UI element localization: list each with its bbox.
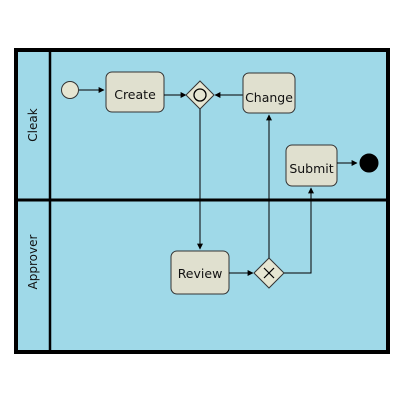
task-create[interactable]: Create [105, 71, 165, 113]
decision-gateway-x-icon [263, 267, 275, 279]
end-event[interactable] [359, 153, 379, 173]
task-submit-label: Submit [289, 161, 333, 176]
task-create-label: Create [114, 87, 156, 102]
flow-decision-to-submit [284, 187, 314, 274]
task-submit[interactable]: Submit [285, 144, 338, 187]
lane-label-cleak: Cleak [26, 108, 40, 141]
task-change[interactable]: Change [242, 72, 296, 114]
task-change-label: Change [245, 90, 293, 105]
lane-label-approver: Approver [26, 234, 40, 289]
task-review[interactable]: Review [170, 250, 230, 295]
merge-gateway-circle-icon [193, 88, 207, 102]
start-event[interactable] [61, 81, 79, 99]
task-review-label: Review [178, 266, 223, 281]
decision-gateway[interactable] [253, 257, 285, 289]
